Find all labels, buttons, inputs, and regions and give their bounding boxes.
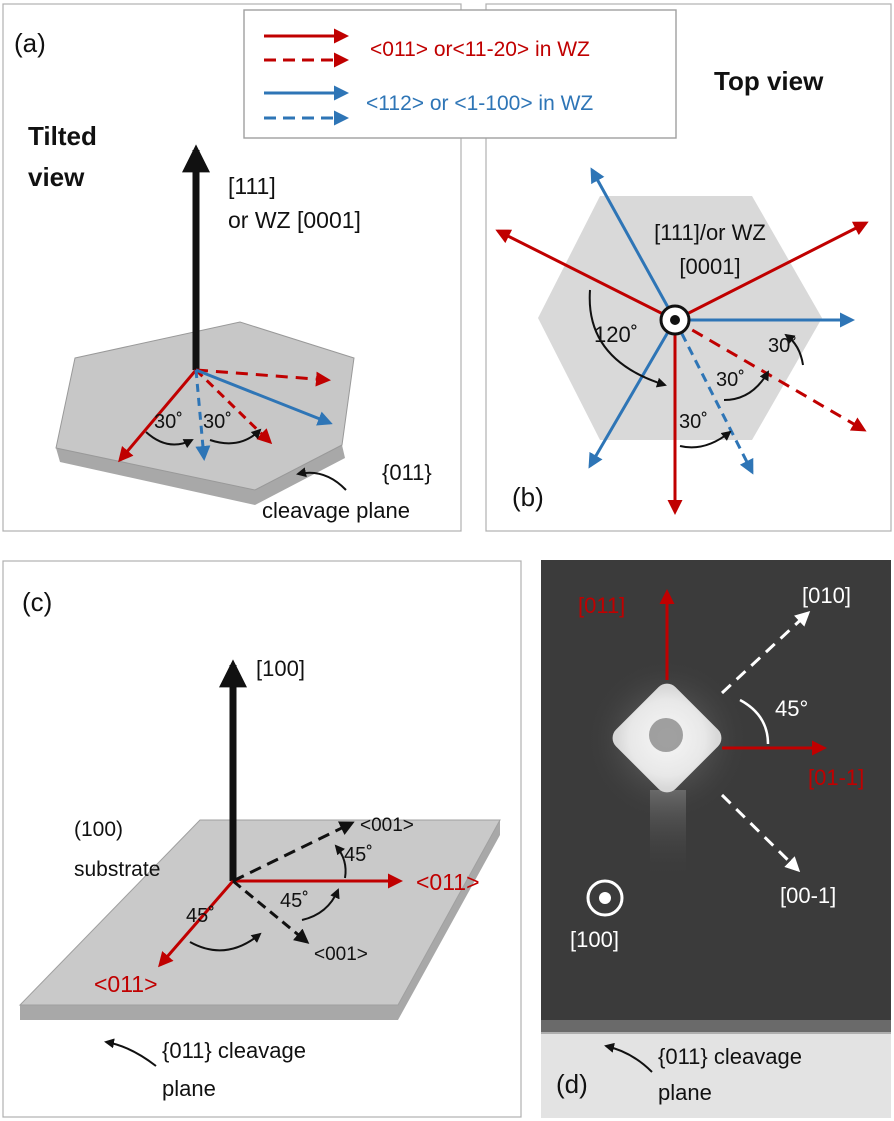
blue-solid-arrow-b-down bbox=[588, 319, 677, 469]
blue-dashed-arrow-b bbox=[673, 319, 754, 475]
angle-a-2: 30˚ bbox=[203, 411, 232, 433]
dir-01m1-d-label: [01-1] bbox=[808, 765, 864, 790]
angle-arc-c-1 bbox=[334, 844, 347, 879]
dir-010-d-label: [010] bbox=[802, 583, 851, 608]
nanocrystal-streak bbox=[650, 790, 686, 880]
cleavage-label-a-2: cleavage plane bbox=[262, 498, 410, 523]
top-view-title: Top view bbox=[714, 66, 824, 96]
tilted-view-title-line2: view bbox=[28, 162, 85, 192]
angle-c-45-1: 45˚ bbox=[344, 844, 373, 866]
panel-a-label: (a) bbox=[14, 28, 46, 58]
out-of-plane-symbol-d bbox=[586, 879, 624, 917]
red-dashed-arrow-a-right bbox=[195, 368, 331, 387]
red-dashed-arrow-b bbox=[674, 318, 867, 432]
angle-b-30-1: 30˚ bbox=[768, 335, 797, 357]
cleavage-label-a-1: {011} bbox=[382, 460, 432, 485]
tilted-view-title-line1: Tilted bbox=[28, 121, 97, 151]
axis-wz-label: or WZ [0001] bbox=[228, 207, 361, 233]
dir-011-d-label: [011] bbox=[578, 593, 625, 618]
legend-red-label: <011> or<11-20> in WZ bbox=[370, 38, 590, 61]
red-solid-arrow-a-left bbox=[118, 369, 198, 463]
axis-111-label: [111] bbox=[228, 173, 276, 199]
angle-arc-b-2 bbox=[723, 370, 769, 401]
nanocrystal-core bbox=[649, 718, 683, 752]
cleavage-pointer-a bbox=[296, 467, 347, 491]
angle-b-30-3: 30˚ bbox=[679, 411, 708, 433]
red-solid-arrow-b-upright bbox=[674, 221, 869, 322]
substrate-top bbox=[18, 819, 501, 1006]
angle-120-label: 120˚ bbox=[594, 322, 638, 347]
center-label-b-1: [111]/or WZ bbox=[654, 220, 766, 245]
angle-arc-a-2 bbox=[209, 428, 262, 445]
blue-dashed-arrow-a bbox=[194, 369, 211, 461]
angle-arc-a-1 bbox=[145, 431, 194, 449]
out-of-plane-dot-d bbox=[599, 892, 611, 904]
substrate-label-2: substrate bbox=[74, 858, 160, 881]
center-label-b-2: [0001] bbox=[679, 254, 740, 279]
dir-011-left-label: <011> bbox=[94, 971, 158, 997]
blue-solid-arrow-b-up bbox=[590, 167, 677, 321]
red-arrow-011-left bbox=[158, 880, 235, 968]
angle-arc-120 bbox=[588, 289, 667, 388]
panel-c-label: (c) bbox=[22, 587, 52, 617]
angle-arc-c-2 bbox=[301, 888, 340, 921]
angle-arc-b-1 bbox=[784, 333, 804, 366]
angle-c-45-3: 45˚ bbox=[186, 905, 215, 927]
cleavage-label-d-1: {011} cleavage bbox=[658, 1044, 802, 1069]
micrograph-cleavage-edge bbox=[541, 1032, 891, 1118]
cleavage-label-c-1: {011} cleavage bbox=[162, 1038, 306, 1063]
angle-b-30-2: 30˚ bbox=[716, 369, 745, 391]
panel-d-label: (d) bbox=[556, 1069, 588, 1099]
dir-011-right-label: <011> bbox=[416, 869, 480, 895]
red-dashed-arrow-a-down bbox=[194, 368, 273, 445]
blue-solid-arrow-a bbox=[195, 368, 333, 426]
cleavage-label-d-2: plane bbox=[658, 1080, 712, 1105]
dir-001-bottom-label: <001> bbox=[314, 944, 368, 965]
legend-box bbox=[243, 9, 677, 139]
dir-001-top-label: <001> bbox=[360, 815, 414, 836]
axis-100-label: [100] bbox=[256, 656, 305, 681]
red-solid-arrow-b-upleft bbox=[495, 229, 676, 322]
hex-plate-side bbox=[56, 445, 345, 505]
panel-d: [011] [01-1] [010] [00-1] 45° [100] {011… bbox=[541, 560, 891, 1118]
substrate-label-1: (100) bbox=[74, 818, 123, 841]
legend: <011> or<11-20> in WZ <112> or <1-100> i… bbox=[243, 9, 677, 139]
dir-100-d-label: [100] bbox=[570, 927, 619, 952]
panel-b-label: (b) bbox=[512, 482, 544, 512]
cleavage-pointer-c bbox=[104, 1038, 157, 1067]
panel-c: (c) [100] (100) substrate <011> <011> <0… bbox=[2, 560, 522, 1118]
cleavage-label-c-2: plane bbox=[162, 1076, 216, 1101]
arrow-00m1-d bbox=[720, 793, 801, 873]
cleavage-pointer-d bbox=[604, 1042, 653, 1073]
angle-arc-d bbox=[739, 698, 770, 745]
legend-blue-label: <112> or <1-100> in WZ bbox=[366, 92, 593, 115]
panel-b: Top view [111]/or WZ [0001] 120˚ 30˚ 30˚… bbox=[485, 3, 892, 532]
angle-c-45-2: 45˚ bbox=[280, 890, 309, 912]
out-of-plane-dot-b bbox=[670, 315, 680, 325]
angle-45-d-label: 45° bbox=[775, 696, 808, 721]
micrograph-edge-blur bbox=[541, 1020, 891, 1034]
angle-arc-b-3 bbox=[679, 430, 732, 449]
angle-arc-c-3 bbox=[189, 932, 262, 952]
dashed-arrow-001-top bbox=[232, 821, 355, 883]
dir-00m1-d-label: [00-1] bbox=[780, 883, 836, 908]
angle-a-1: 30˚ bbox=[154, 411, 183, 433]
